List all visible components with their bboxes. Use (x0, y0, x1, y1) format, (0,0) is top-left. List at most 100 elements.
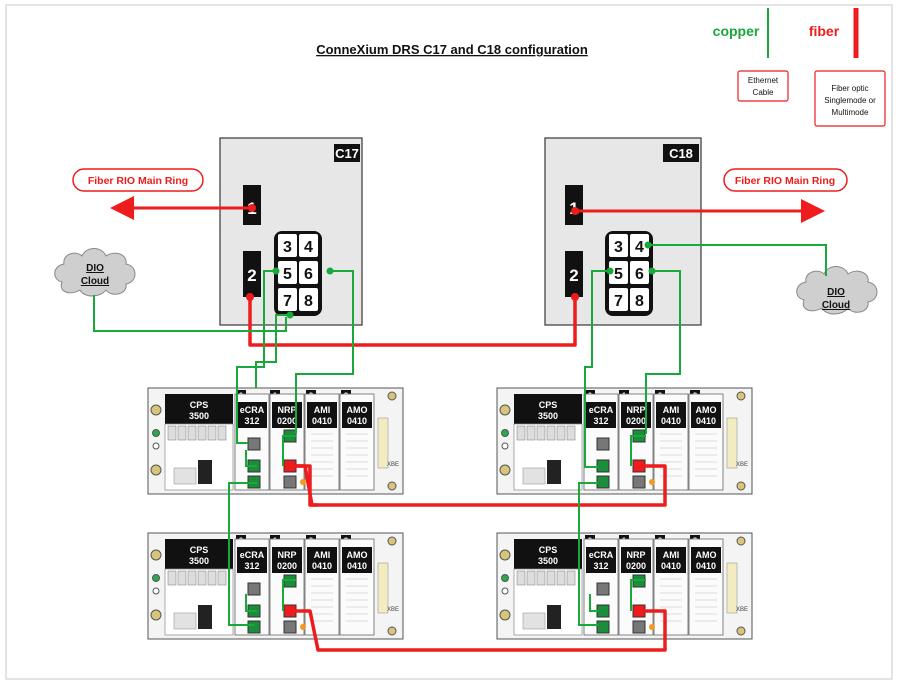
legend-fiber-label: fiber (809, 23, 840, 39)
rack-module-ami-line1: AMI (663, 550, 680, 560)
rack-module-ami-line2: 0410 (661, 416, 681, 426)
main-ring-left: Fiber RIO Main Ring (72, 168, 252, 220)
rack-module-ecra-line2: 312 (593, 416, 608, 426)
c17-port-7: 7 (283, 293, 292, 310)
rack-module-ecra-line1: eCRA (240, 550, 265, 560)
rack-label: XBE (387, 607, 399, 613)
rack-bottom-right: CPS35000123eCRA312NRP0200AMI0410AMO0410X… (496, 532, 753, 640)
copper-c17-5-down (236, 270, 276, 444)
cable-end-dots (246, 204, 656, 319)
dio-cloud-left-line1: DIO (86, 263, 104, 274)
copper-left-racks-link (228, 482, 257, 626)
rack-module-ami-line1: AMI (663, 405, 680, 415)
rack-module-nrp-line2: 0200 (626, 416, 646, 426)
copper-c17-6-down (295, 270, 354, 434)
rack-module-cps-line1: CPS (539, 545, 558, 555)
copper-c17-7-down (255, 314, 290, 388)
copper-c18-5-down (584, 270, 610, 468)
switch-c17: C17 1 2 3 4 5 6 7 8 (219, 137, 363, 326)
legend-copper-desc-2: Cable (753, 88, 774, 97)
c17-port-2: 2 (247, 266, 256, 285)
c18-port-6: 6 (635, 266, 644, 283)
rack-top-left: CPS35000123eCRA312NRP0200AMI0410AMO0410X… (147, 387, 404, 495)
c18-port-3: 3 (614, 239, 623, 256)
legend-copper-desc-1: Ethernet (748, 76, 779, 85)
copper-right-racks-link (578, 482, 598, 626)
copper-left-rack-ecra-bottom (245, 594, 257, 612)
rack-module-nrp-line1: NRP (626, 550, 645, 560)
rack-module-cps-line1: CPS (190, 400, 209, 410)
rack-label: XBE (736, 462, 748, 468)
c17-port-6: 6 (304, 266, 313, 283)
rack-module-ecra-line2: 312 (244, 416, 259, 426)
rack-module-ami-line1: AMI (314, 405, 331, 415)
main-ring-label-right: Fiber RIO Main Ring (735, 175, 835, 187)
copper-left-rack-nrp (282, 435, 296, 466)
rack-bottom-left: CPS35000123eCRA312NRP0200AMI0410AMO0410X… (147, 532, 404, 640)
copper-cloud-left-c17-7 (93, 295, 287, 332)
rack-module-nrp-line1: NRP (277, 550, 296, 560)
copper-cables (93, 244, 827, 626)
copper-right-rack-ecra-bottom (589, 594, 598, 612)
rack-top-right: CPS35000123eCRA312NRP0200AMI0410AMO0410X… (496, 387, 753, 495)
dio-cloud-left-line2: Cloud (81, 276, 109, 287)
c18-port-8: 8 (635, 293, 644, 310)
legend: copper Ethernet Cable fiber Fiber optic … (713, 8, 886, 127)
dio-cloud-right-line2: Cloud (822, 300, 850, 311)
legend-fiber-desc-3: Multimode (832, 108, 869, 117)
copper-right-rack-nrp-bottom (630, 579, 646, 611)
dio-cloud-right: DIO Cloud (796, 266, 878, 315)
c18-port-4: 4 (635, 239, 644, 256)
rack-module-cps-line1: CPS (539, 400, 558, 410)
legend-copper-box (737, 70, 789, 102)
dio-cloud-left: DIO Cloud (54, 248, 136, 297)
rack-module-ami-line2: 0410 (312, 561, 332, 571)
rack-module-ecra-line1: eCRA (589, 550, 614, 560)
c18-port-5: 5 (614, 266, 623, 283)
main-ring-label-left: Fiber RIO Main Ring (88, 175, 188, 187)
diagram-frame (5, 4, 893, 680)
rack-module-ecra-line2: 312 (593, 561, 608, 571)
legend-fiber-desc-2: Singlemode or (824, 96, 876, 105)
rack-module-amo-line1: AMO (347, 550, 368, 560)
rack-module-nrp-line2: 0200 (277, 416, 297, 426)
rack-module-ami-line1: AMI (314, 550, 331, 560)
fiber-left-racks-loop (287, 464, 667, 507)
main-ring-right: Fiber RIO Main Ring (575, 168, 848, 223)
c17-port-3: 3 (283, 239, 292, 256)
dio-cloud-right-line1: DIO (827, 287, 845, 298)
rack-module-amo-line2: 0410 (347, 416, 367, 426)
rack-module-cps-line2: 3500 (538, 411, 558, 421)
rack-module-amo-line2: 0410 (347, 561, 367, 571)
rack-label: XBE (387, 462, 399, 468)
fiber-cables (248, 297, 667, 652)
c17-port-5: 5 (283, 266, 292, 283)
switch-c18: C18 1 2 3 4 5 6 7 8 (544, 137, 702, 326)
rack-module-ecra-line1: eCRA (240, 405, 265, 415)
copper-c18-6-down (645, 270, 681, 434)
legend-fiber-box (814, 70, 886, 127)
rack-module-amo-line1: AMO (696, 405, 717, 415)
c18-port-2: 2 (569, 266, 578, 285)
rack-module-cps-line2: 3500 (538, 556, 558, 566)
rack-module-ami-line2: 0410 (312, 416, 332, 426)
switch-c17-name: C17 (335, 146, 359, 161)
rack-module-nrp-line2: 0200 (277, 561, 297, 571)
c18-port-7: 7 (614, 293, 623, 310)
copper-c18-4-cloud-right (648, 244, 827, 276)
rack-module-nrp-line1: NRP (277, 405, 296, 415)
rack-module-ecra-line1: eCRA (589, 405, 614, 415)
rack-label: XBE (736, 607, 748, 613)
copper-right-rack-nrp (630, 435, 646, 466)
rack-module-ami-line2: 0410 (661, 561, 681, 571)
rack-module-amo-line2: 0410 (696, 561, 716, 571)
switch-c18-name: C18 (669, 146, 693, 161)
copper-left-rack-nrp-bottom (282, 579, 296, 611)
rack-module-cps-line2: 3500 (189, 556, 209, 566)
rack-module-ecra-line2: 312 (244, 561, 259, 571)
c17-port-4: 4 (304, 239, 313, 256)
fiber-c17-c18-ring (248, 297, 577, 347)
legend-fiber-desc-1: Fiber optic (831, 84, 868, 93)
fiber-left-racks-bottom (287, 609, 667, 652)
